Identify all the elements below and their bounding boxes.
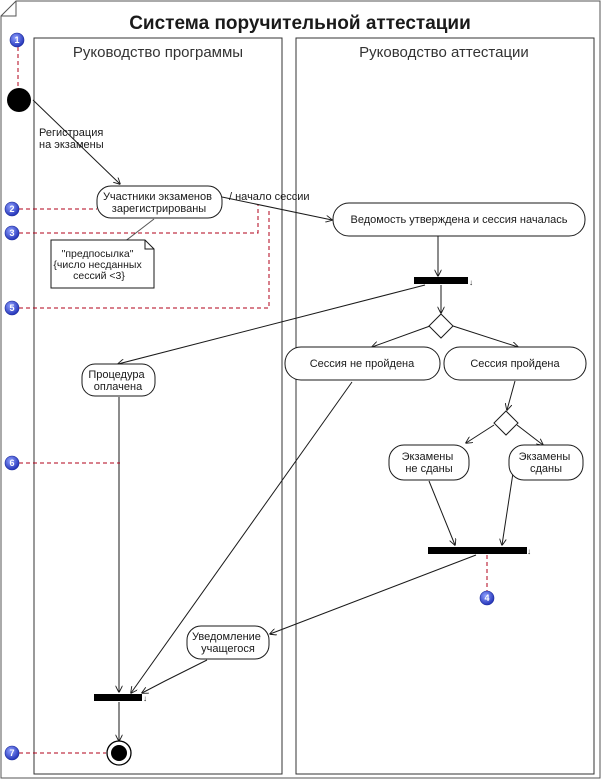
- edge-label-session-start: / начало сессии: [229, 191, 310, 203]
- diagram-frame-fold: [1, 1, 17, 17]
- callout-7: 7: [4, 745, 20, 761]
- action-notification-line1: Уведомление: [192, 631, 261, 643]
- action-passed: Сессия пройдена: [443, 346, 587, 381]
- callout-3: 3: [4, 225, 20, 241]
- edge-examspassed-join2: [502, 472, 514, 545]
- action-session-started-label: Ведомость утверждена и сессия началась: [351, 214, 568, 226]
- svg-text:Процедура оплачена: Процедура оплачена: [88, 369, 147, 393]
- initial-node: [7, 88, 31, 112]
- edge-label-registration-line2: на экзамены: [39, 139, 104, 151]
- note-line1: "предпосылка": [62, 248, 134, 260]
- note-anchor-line: [123, 218, 155, 243]
- edge-failed-join2: [428, 480, 455, 545]
- edge-notification-join: [142, 659, 208, 693]
- fork-bar-arrow-icon: ↓: [469, 278, 473, 287]
- action-examspassed-line1: Экзамены: [519, 451, 571, 463]
- callout-leaders: [17, 47, 488, 754]
- fork-bar: [414, 277, 468, 284]
- callout-4-label: 4: [484, 593, 489, 603]
- note-line3: сессий <3}: [73, 270, 125, 282]
- edge-decision-notpassed: [372, 325, 431, 347]
- action-failed-line2: не сданы: [405, 463, 452, 475]
- join-bar-exams-arrow-icon: ↓: [527, 547, 531, 556]
- svg-text:Участники экзаменов заре: Участники экзаменов зарегистрированы: [103, 191, 215, 215]
- swimlane-label-attestation: Руководство аттестации: [359, 44, 529, 61]
- edge-decision-passed: [452, 325, 518, 347]
- diagram-title: Система поручительной аттестации: [129, 13, 471, 34]
- action-not-passed: Сессия не пройдена: [284, 346, 441, 381]
- join-bar-final-arrow-icon: ↓: [143, 694, 147, 703]
- swimlane-label-program: Руководство программы: [73, 44, 243, 61]
- callout-7-label: 7: [9, 748, 14, 758]
- action-registered-line2: зарегистрированы: [112, 203, 207, 215]
- action-exams-passed: Экзамены сданы: [508, 444, 584, 481]
- edge-label-registration-line1: Регистрация: [39, 127, 103, 139]
- action-procedure-paid: Процедура оплачена: [81, 363, 156, 397]
- edge-passed-decision2: [507, 380, 516, 410]
- action-notification-line2: учащегося: [201, 643, 255, 655]
- svg-text:Экзамены не сданы: Экзамены не сданы: [402, 451, 457, 475]
- callout-3-label: 3: [9, 228, 14, 238]
- action-procedure-line1: Процедура: [88, 369, 145, 381]
- action-passed-label: Сессия пройдена: [470, 358, 560, 370]
- action-exams-failed: Экзамены не сданы: [388, 444, 470, 481]
- edge-start-registered: [32, 99, 120, 184]
- callout-2: 2: [4, 201, 20, 217]
- edge-label-registration: Регистрация на экзамены: [39, 127, 106, 151]
- decision-node-session: [428, 313, 454, 339]
- join-bar-exams: [428, 547, 527, 554]
- leader-5: [19, 209, 270, 309]
- callout-6-label: 6: [9, 458, 14, 468]
- svg-text:"предпосылка" {число нес: "предпосылка" {число несданных сессий <3…: [53, 248, 144, 282]
- svg-text:Экзамены сданы: Экзамены сданы: [519, 451, 574, 475]
- edge-fork-procedure: [118, 284, 426, 364]
- callout-6: 6: [4, 455, 20, 471]
- action-not-passed-label: Сессия не пройдена: [310, 358, 415, 370]
- callout-1-label: 1: [14, 35, 19, 45]
- callout-1: 1: [9, 32, 25, 48]
- note-line2: {число несданных: [53, 259, 142, 271]
- action-session-started: Ведомость утверждена и сессия началась: [332, 202, 586, 237]
- callout-5: 5: [4, 300, 20, 316]
- svg-text:Уведомление учащегося: Уведомление учащегося: [192, 631, 264, 655]
- decision-node-exams: [493, 410, 519, 436]
- edge-notpassed-join: [131, 381, 353, 693]
- edge-join2-notification: [270, 554, 477, 634]
- action-registered: Участники экзаменов зарегистрированы: [96, 185, 223, 219]
- action-registered-line1: Участники экзаменов: [103, 191, 212, 203]
- action-examspassed-line2: сданы: [530, 463, 562, 475]
- join-bar-final: [94, 694, 142, 701]
- callout-2-label: 2: [9, 204, 14, 214]
- callout-5-label: 5: [9, 303, 14, 313]
- final-node-inner: [111, 745, 127, 761]
- callout-4: 4: [479, 590, 495, 606]
- action-notification: Уведомление учащегося: [186, 625, 270, 660]
- leader-3: [19, 205, 259, 234]
- flow-edges: [32, 99, 543, 741]
- action-procedure-line2: оплачена: [94, 381, 143, 393]
- edge-decision2-failed: [466, 424, 495, 443]
- swimlane-program: [33, 37, 283, 775]
- edge-decision2-examspassed: [516, 424, 543, 445]
- action-failed-line1: Экзамены: [402, 451, 454, 463]
- edge-registered-session: [221, 196, 332, 220]
- note-precondition: "предпосылка" {число несданных сессий <3…: [50, 239, 155, 289]
- swimlane-attestation: [295, 37, 595, 775]
